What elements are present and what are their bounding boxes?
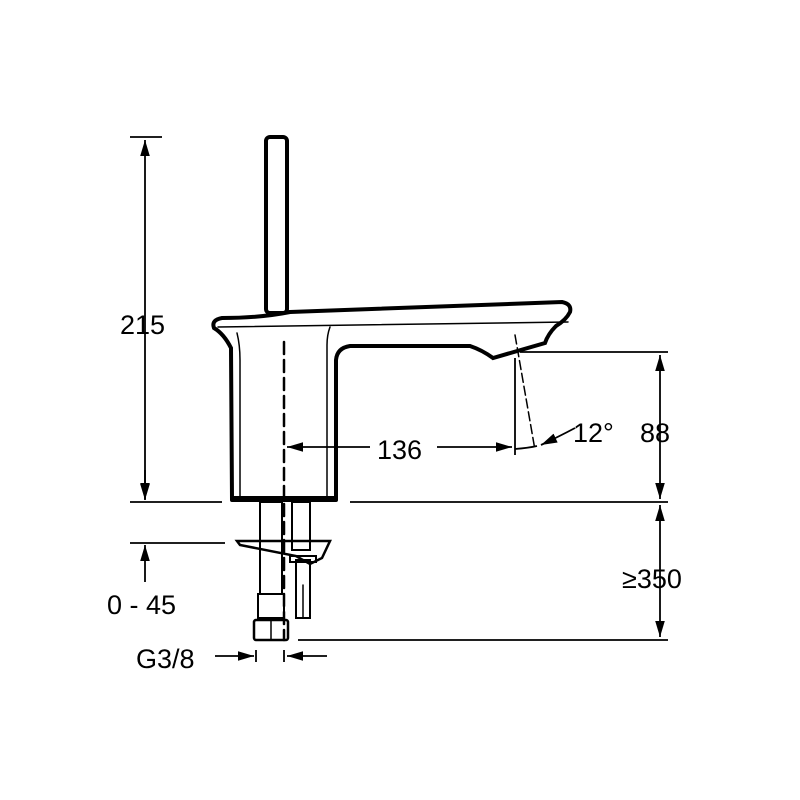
- angle-leader: [540, 427, 576, 446]
- mounting-washer: [289, 555, 317, 563]
- spout-axis: [514, 334, 536, 451]
- label-connection-thread: G3/8: [136, 644, 195, 674]
- spout-body: [288, 299, 573, 502]
- dimension-lines: [130, 136, 668, 662]
- body-inner-right: [326, 326, 331, 497]
- body-inner-left: [236, 332, 241, 497]
- label-deck-thickness: 0 - 45: [107, 590, 176, 620]
- supply-pipe-fitting: [257, 593, 285, 619]
- spout-top: [211, 310, 292, 502]
- label-spout-reach: 136: [377, 435, 422, 465]
- label-min-clearance: ≥350: [622, 564, 682, 594]
- label-spout-height: 88: [640, 418, 670, 448]
- spout-inner-line: [217, 321, 569, 328]
- label-total-height: 215: [120, 310, 165, 340]
- lever-rod: [264, 135, 289, 315]
- label-spout-angle: 12°: [573, 418, 614, 448]
- supply-pipe-right: [291, 501, 311, 551]
- faucet-outline: [211, 135, 573, 642]
- angle-arc: [514, 445, 538, 450]
- mounting-plate: [234, 539, 332, 566]
- supply-pipe-left: [259, 501, 283, 595]
